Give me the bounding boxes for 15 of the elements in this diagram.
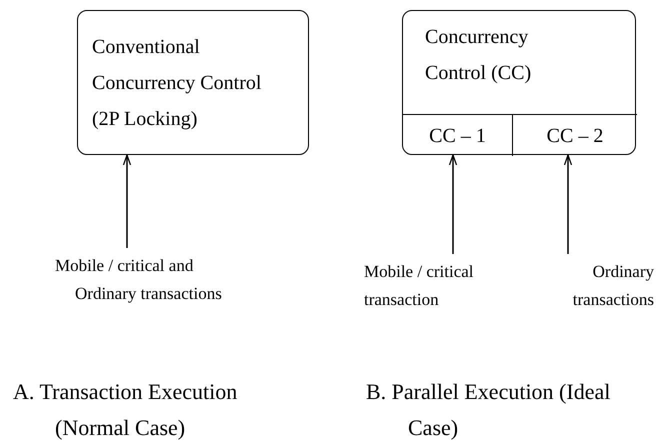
arrow [122, 154, 132, 248]
arrow [448, 154, 458, 254]
input-label: Ordinary transactions [572, 261, 654, 311]
input-label: Mobile / critical and Ordinary transactions [55, 255, 223, 305]
box-text: Conventional Concurrency Control (2P Locking) [92, 35, 262, 132]
process-box [402, 10, 636, 155]
box-text: Concurrency Control (CC) [425, 25, 532, 86]
caption: A. Transaction Execution (Normal Case) [13, 378, 238, 441]
process-box [77, 10, 309, 155]
sub-box [403, 114, 513, 156]
caption: B. Parallel Execution (Ideal Case) [366, 378, 612, 441]
arrow [564, 154, 572, 254]
input-label: Mobile / critical transaction [364, 261, 475, 311]
box-text: CC – 2 [546, 124, 604, 148]
box-text: CC – 1 [428, 124, 487, 148]
